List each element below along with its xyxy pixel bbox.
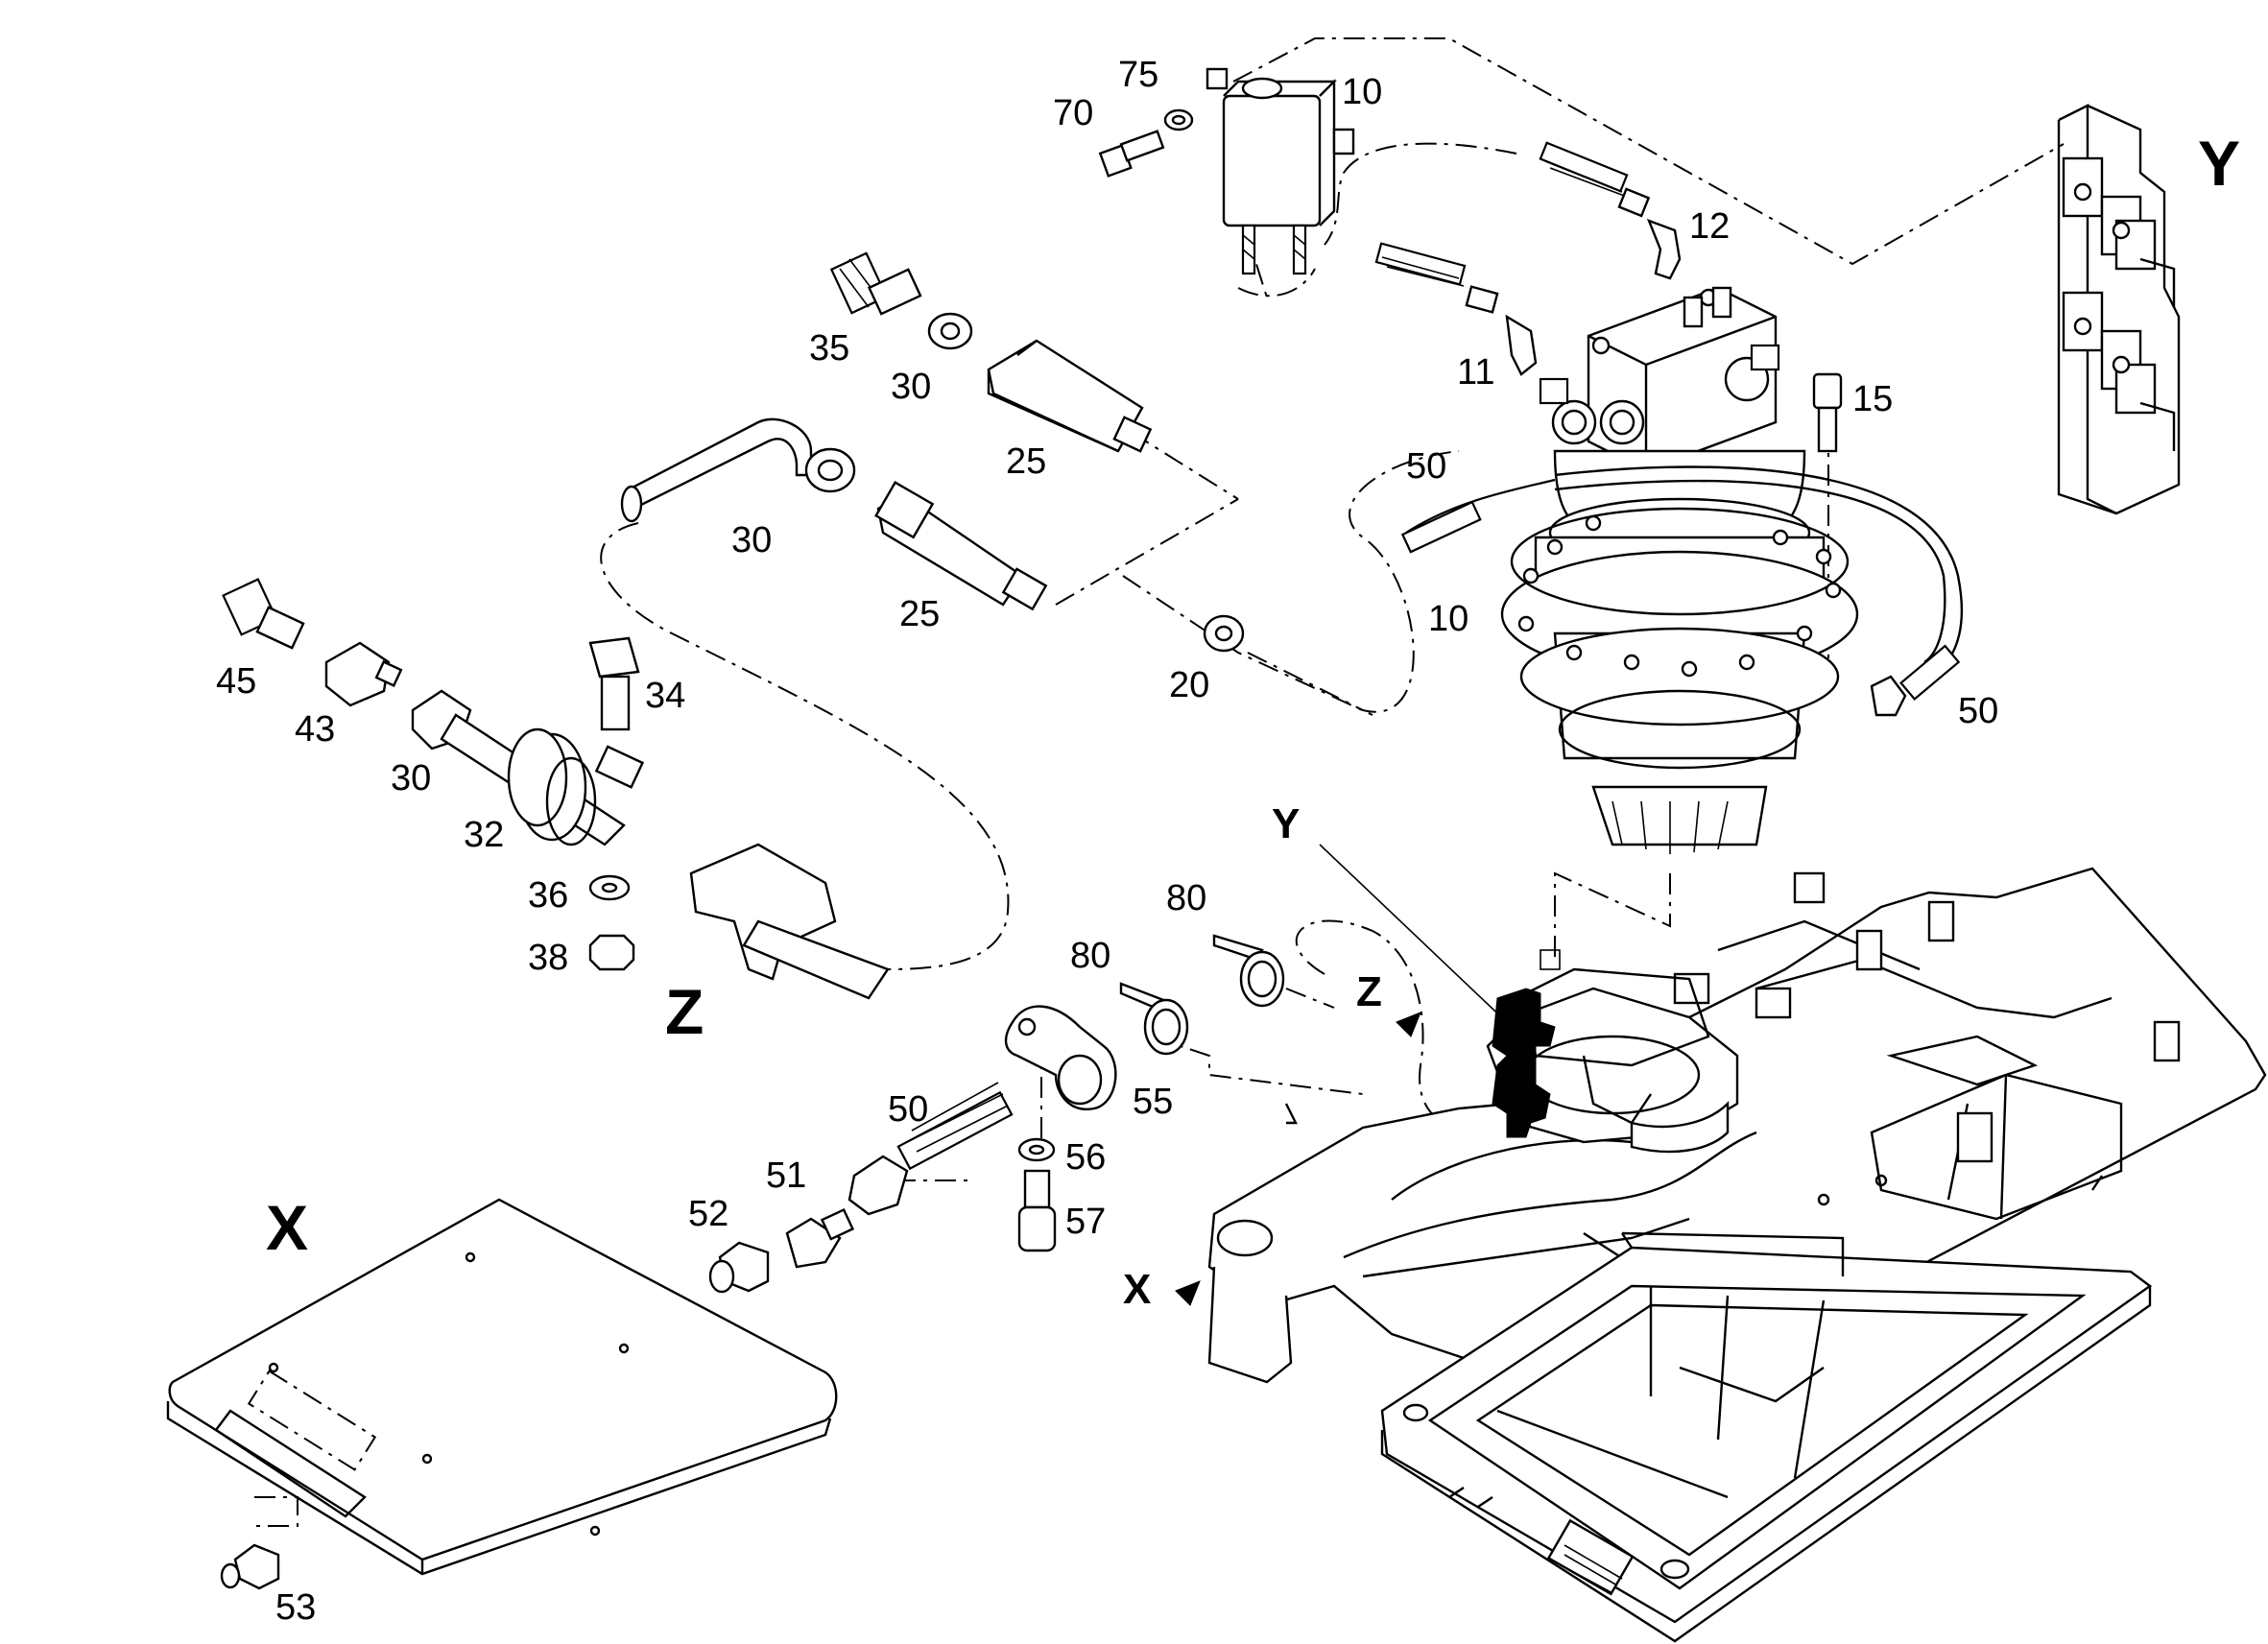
adapter-43 [324,641,403,707]
callout-35: 35 [809,328,849,369]
view-letter-z: Z [665,976,704,1047]
callout-10-module: 10 [1342,72,1382,112]
callout-labels: 70 75 10 12 11 15 35 30 25 30 25 20 50 1… [216,55,1998,1628]
pointer-label-y: Y [1272,800,1300,847]
extension-25-upper [987,339,1153,453]
washer-56 [1017,1137,1056,1162]
washer-36 [588,874,631,901]
hose-12 [1539,141,1682,280]
track-frame [1380,1231,2153,1643]
callout-75: 75 [1118,55,1158,95]
callout-30-bolt: 30 [391,758,431,798]
callout-32: 32 [464,815,504,855]
callout-20: 20 [1169,665,1209,705]
extension-25-lower [874,481,1048,611]
callout-25-upper: 25 [1006,441,1046,482]
callout-80-upper: 80 [1166,878,1206,918]
callout-56: 56 [1065,1137,1106,1178]
callout-50-motor-right: 50 [1958,691,1998,731]
view-pointers [1175,844,1513,1306]
hose-50 [848,1082,1014,1216]
callout-57: 57 [1065,1202,1106,1242]
support-bracket [689,843,890,1000]
travel-motor-10 [1500,286,1859,854]
callout-80-lower: 80 [1070,936,1110,976]
callout-50-motor-left: 50 [1406,446,1446,487]
view-letter-x: X [266,1192,308,1263]
cable-tie-80-lower [1119,982,1189,1056]
bolt-70 [1098,130,1165,178]
callout-55: 55 [1133,1082,1173,1122]
plug-53 [220,1543,280,1590]
callout-15: 15 [1852,379,1893,419]
washer-30 [927,312,973,350]
callout-38: 38 [528,938,568,978]
nut-38 [588,934,635,971]
pipe-30 [620,417,856,523]
pointer-label-z: Z [1356,968,1382,1015]
hose-11 [1374,242,1538,376]
frame-flange [1492,949,1710,1138]
view-letter-y: Y [2198,128,2240,199]
bolt-57 [1017,1169,1057,1252]
callout-10-motor: 10 [1428,599,1468,639]
view-letters: X Y Z X Y Z [266,128,2240,1313]
callout-52: 52 [688,1194,728,1234]
callout-25-lower: 25 [899,594,940,634]
fitting-51 [785,1207,855,1269]
callout-34: 34 [645,676,685,716]
callout-53: 53 [275,1587,316,1628]
clamp-55 [1004,1005,1117,1110]
callout-30-pipe: 30 [731,520,772,560]
control-module-10 [1206,67,1355,275]
callout-36: 36 [528,875,568,916]
clamp-32 [507,727,645,846]
bolt-15 [1812,372,1843,453]
motor-hose-50 [1400,465,1964,717]
callout-43: 43 [295,709,335,750]
bolt-34 [588,636,640,731]
callout-50-hose: 50 [888,1089,928,1130]
plug-52 [708,1241,770,1294]
callout-51: 51 [766,1156,806,1196]
fitting-35 [829,251,922,316]
callout-70: 70 [1053,93,1093,133]
callout-11: 11 [1457,352,1494,393]
callout-30-washer: 30 [891,367,931,407]
washer-75 [1163,108,1194,131]
motor-flange-bolts [1517,514,1842,678]
fitting-45 [222,578,305,650]
cover-plate [166,1198,838,1576]
callout-12: 12 [1689,206,1730,247]
valve-block-detail-y [2057,104,2181,515]
washer-20 [1203,614,1245,653]
cable-tie-80-upper [1212,934,1285,1008]
pointer-label-x: X [1123,1266,1151,1313]
callout-45: 45 [216,661,256,702]
